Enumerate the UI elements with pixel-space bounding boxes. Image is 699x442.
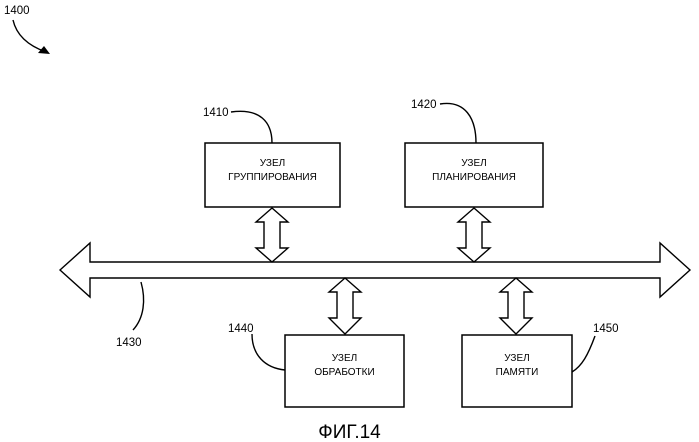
bus-ref-leader [133,282,144,330]
grouping-unit-ref: 1410 [203,107,229,119]
memory-unit-subtitle: ПАМЯТИ [496,367,539,378]
memory-unit-block: УЗЕЛ ПАМЯТИ [462,335,572,407]
figure-ref-label: 1400 [4,5,30,17]
connector-arrow-1410 [256,208,288,262]
grouping-unit-leader [231,111,272,143]
bus-ref-label: 1430 [116,337,142,349]
processing-unit-title: УЗЕЛ [332,353,357,364]
connector-arrow-1420 [458,208,490,262]
grouping-unit-title: УЗЕЛ [260,158,285,169]
scheduling-unit-leader [440,103,476,143]
system-bus [60,243,690,297]
connector-arrow-1440 [329,278,361,334]
scheduling-unit-ref: 1420 [411,99,437,111]
connector-arrow-1450 [500,278,532,334]
processing-unit-block: УЗЕЛ ОБРАБОТКИ [285,335,404,407]
processing-unit-leader [252,334,285,370]
memory-unit-ref: 1450 [593,323,619,335]
figure-ref-arrow [13,20,46,52]
memory-unit-title: УЗЕЛ [504,353,529,364]
scheduling-unit-block: УЗЕЛ ПЛАНИРОВАНИЯ [405,143,543,207]
scheduling-unit-subtitle: ПЛАНИРОВАНИЯ [432,172,516,183]
processing-unit-ref: 1440 [228,323,254,335]
memory-unit-leader [572,336,595,372]
figure-caption: ФИГ.14 [318,422,381,442]
scheduling-unit-title: УЗЕЛ [461,158,486,169]
grouping-unit-block: УЗЕЛ ГРУППИРОВАНИЯ [205,143,340,207]
grouping-unit-subtitle: ГРУППИРОВАНИЯ [228,172,317,183]
processing-unit-subtitle: ОБРАБОТКИ [314,367,374,378]
